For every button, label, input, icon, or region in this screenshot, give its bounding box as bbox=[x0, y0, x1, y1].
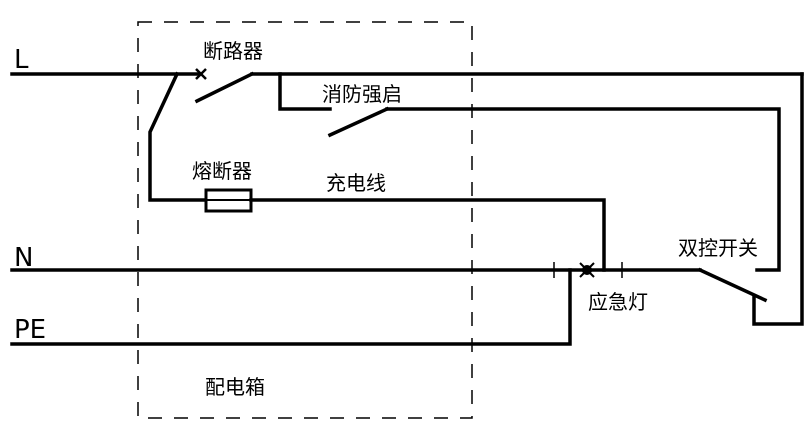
label-fire-start: 消防强启 bbox=[322, 82, 402, 106]
breaker-switch-blade bbox=[194, 71, 255, 104]
label-pe: PE bbox=[14, 315, 46, 345]
breaker-cross-mark bbox=[195, 68, 207, 80]
fire-start-left-wire bbox=[278, 72, 332, 111]
label-emergency-light: 应急灯 bbox=[588, 290, 648, 314]
fire-start-right-wire bbox=[385, 107, 781, 272]
emergency-light-ticks bbox=[553, 262, 623, 278]
pe-line-wire bbox=[10, 268, 572, 346]
two-way-switch-return-wire bbox=[752, 72, 804, 326]
label-charge-line: 充电线 bbox=[326, 171, 386, 195]
label-n: N bbox=[14, 243, 33, 273]
label-distribution-box: 配电箱 bbox=[205, 375, 265, 399]
distribution-box-outline bbox=[137, 21, 473, 419]
label-two-way-switch: 双控开关 bbox=[678, 236, 758, 260]
label-fuse: 熔断器 bbox=[192, 159, 252, 183]
emergency-light-symbol bbox=[579, 262, 595, 278]
fire-start-contact bbox=[327, 106, 390, 138]
charge-line-wire bbox=[249, 198, 606, 272]
label-l: L bbox=[14, 45, 29, 75]
label-breaker: 断路器 bbox=[203, 39, 263, 63]
fuse-branch-wire bbox=[148, 71, 208, 202]
